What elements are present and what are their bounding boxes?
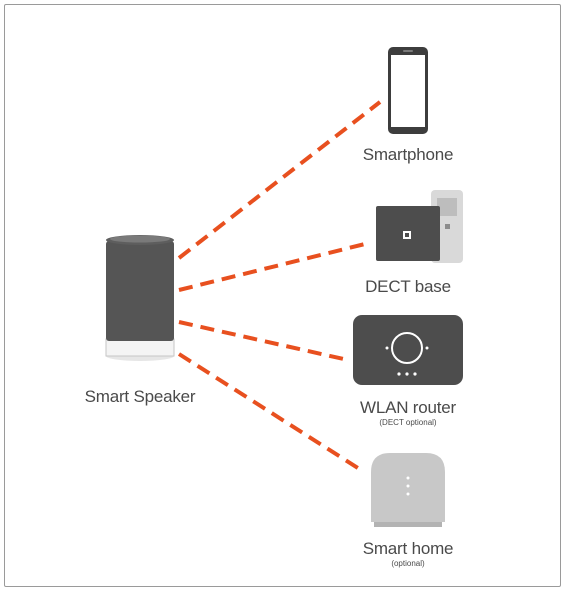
smart-home-icon bbox=[371, 453, 445, 527]
connection-line-smartphone bbox=[177, 100, 382, 260]
connection-line-wlan-router bbox=[178, 320, 349, 362]
wlan-router-sublabel: (DECT optional) bbox=[379, 418, 437, 427]
smartphone-label: Smartphone bbox=[362, 145, 454, 164]
smartphone-icon bbox=[388, 47, 428, 134]
wlan-router-icon bbox=[353, 315, 463, 385]
wlan-router-label: WLAN router bbox=[359, 398, 457, 417]
dect-base-icon bbox=[376, 190, 463, 263]
connection-line-dect-base bbox=[178, 241, 370, 292]
smart-speaker-label: Smart Speaker bbox=[84, 387, 196, 406]
smart-home-label: Smart home bbox=[362, 539, 454, 558]
diagram-frame bbox=[4, 4, 561, 587]
dect-base-label: DECT base bbox=[365, 277, 451, 296]
smart-speaker-icon bbox=[105, 235, 175, 361]
connection-line-smart-home bbox=[177, 352, 363, 472]
smart-home-sublabel: (optional) bbox=[391, 559, 425, 568]
